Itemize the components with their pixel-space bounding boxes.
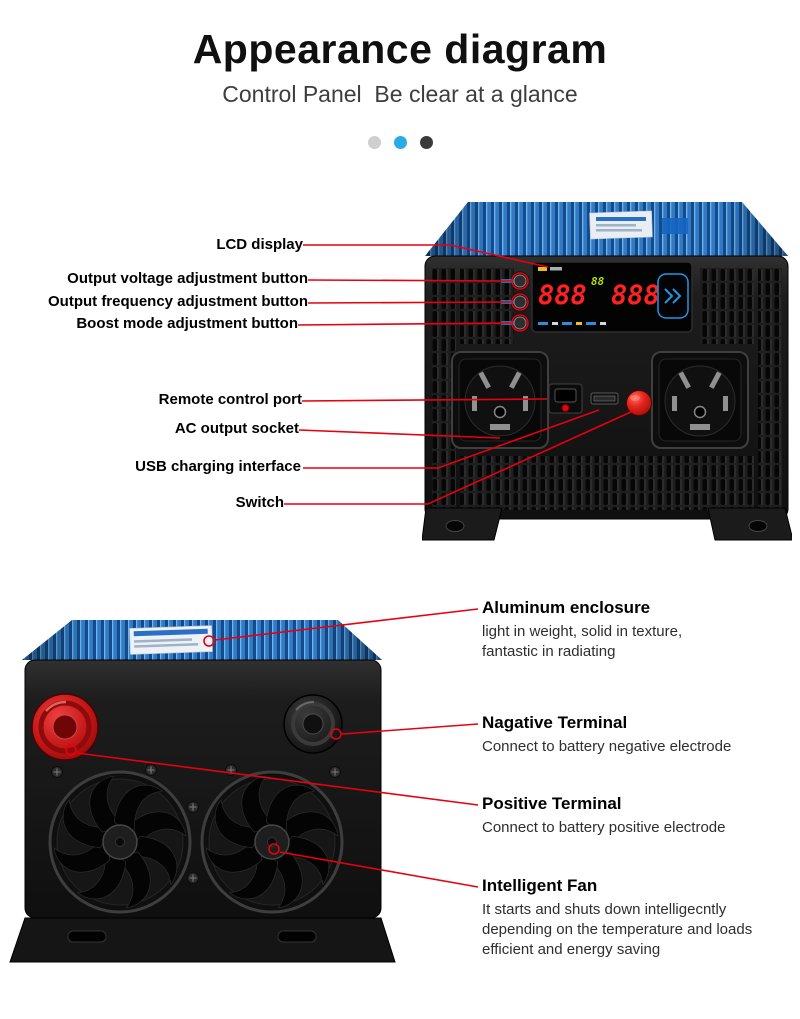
label-remote-control-port: Remote control port: [158, 391, 302, 408]
usb-port: [590, 392, 619, 405]
cooling-fan-right: [200, 770, 344, 914]
back-sticker: [129, 625, 213, 655]
mounting-brackets: [422, 507, 792, 541]
lcd-right-digits: 888: [611, 280, 660, 311]
ac-output-socket-left: [451, 351, 549, 449]
remote-control-port: [548, 383, 583, 414]
carousel-dot-3: [419, 136, 433, 149]
power-switch: [626, 390, 652, 416]
label-output-frequency-button: Output frequency adjustment button: [48, 293, 308, 310]
callout-description: It starts and shuts down intelligecntly …: [482, 901, 753, 958]
label-output-voltage-button: Output voltage adjustment button: [67, 270, 308, 287]
callout-description: Connect to battery positive electrode: [482, 819, 726, 836]
label-switch: Switch: [235, 494, 284, 511]
bottom-flange: [9, 917, 396, 963]
page-title: Appearance diagram: [192, 26, 608, 72]
callout-description: light in weight, solid in texture, fanta…: [482, 623, 683, 660]
callout-aluminum-enclosure: Aluminum enclosure light in weight, soli…: [482, 598, 722, 662]
inverter-front-view-image: 888 88 888: [422, 202, 792, 541]
label-lcd-display: LCD display: [216, 236, 303, 253]
callout-title: Intelligent Fan: [482, 876, 598, 895]
positive-terminal: [31, 693, 99, 761]
callout-positive-terminal: Positive Terminal Connect to battery pos…: [482, 794, 732, 838]
front-heatsink-top: [425, 202, 788, 256]
callout-description: Connect to battery negative electrode: [482, 738, 732, 755]
lcd-status-row: [538, 322, 606, 325]
lcd-chevron-icon: [664, 288, 682, 304]
label-ac-output-socket: AC output socket: [174, 420, 299, 437]
carousel-dots: [0, 136, 800, 149]
adjustment-buttons: [501, 271, 530, 333]
callout-intelligent-fan: Intelligent Fan It starts and shuts down…: [482, 876, 782, 959]
lcd-display: 888 88 888: [531, 261, 693, 333]
cooling-fan-left: [48, 770, 192, 914]
inverter-back-view-image: [9, 620, 396, 963]
negative-terminal: [283, 694, 343, 754]
lcd-aux-digits: 88: [591, 275, 605, 288]
top-sticker-small: [662, 218, 688, 234]
page-subtitle: Control Panel Be clear at a glance: [222, 81, 578, 107]
callout-negative-terminal: Nagative Terminal Connect to battery neg…: [482, 713, 732, 757]
callout-title: Nagative Terminal: [482, 713, 628, 732]
label-usb-charging-interface: USB charging interface: [135, 458, 301, 475]
callout-title: Positive Terminal: [482, 794, 622, 813]
page-header: Appearance diagram Control Panel Be clea…: [0, 26, 800, 108]
ac-output-socket-right: [651, 351, 749, 449]
callout-title: Aluminum enclosure: [482, 598, 651, 617]
carousel-dot-2: [393, 136, 407, 149]
lcd-arrow-frame: [657, 273, 689, 319]
back-heatsink-top: [22, 620, 382, 660]
carousel-dot-1: [367, 136, 381, 149]
lcd-left-digits: 888: [538, 280, 587, 311]
label-boost-mode-button: Boost mode adjustment button: [76, 315, 298, 332]
